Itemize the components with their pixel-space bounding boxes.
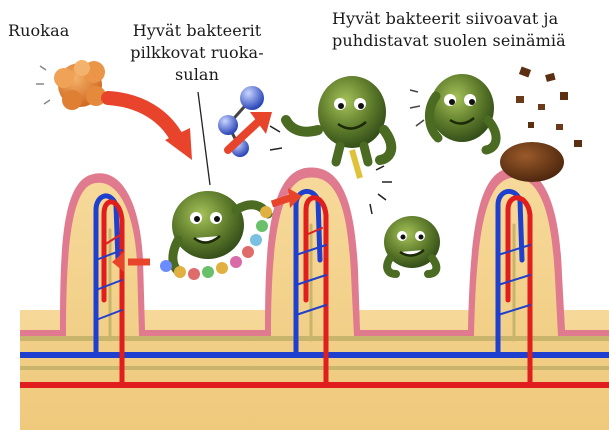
- debris: [500, 67, 582, 182]
- food-clump: [36, 60, 106, 110]
- label-pointer: [198, 92, 210, 185]
- food-arrow: [108, 98, 192, 160]
- bacterium-digesting: [160, 191, 272, 280]
- bacterium-cleaning: [410, 74, 496, 150]
- bacterium-small: [384, 216, 440, 274]
